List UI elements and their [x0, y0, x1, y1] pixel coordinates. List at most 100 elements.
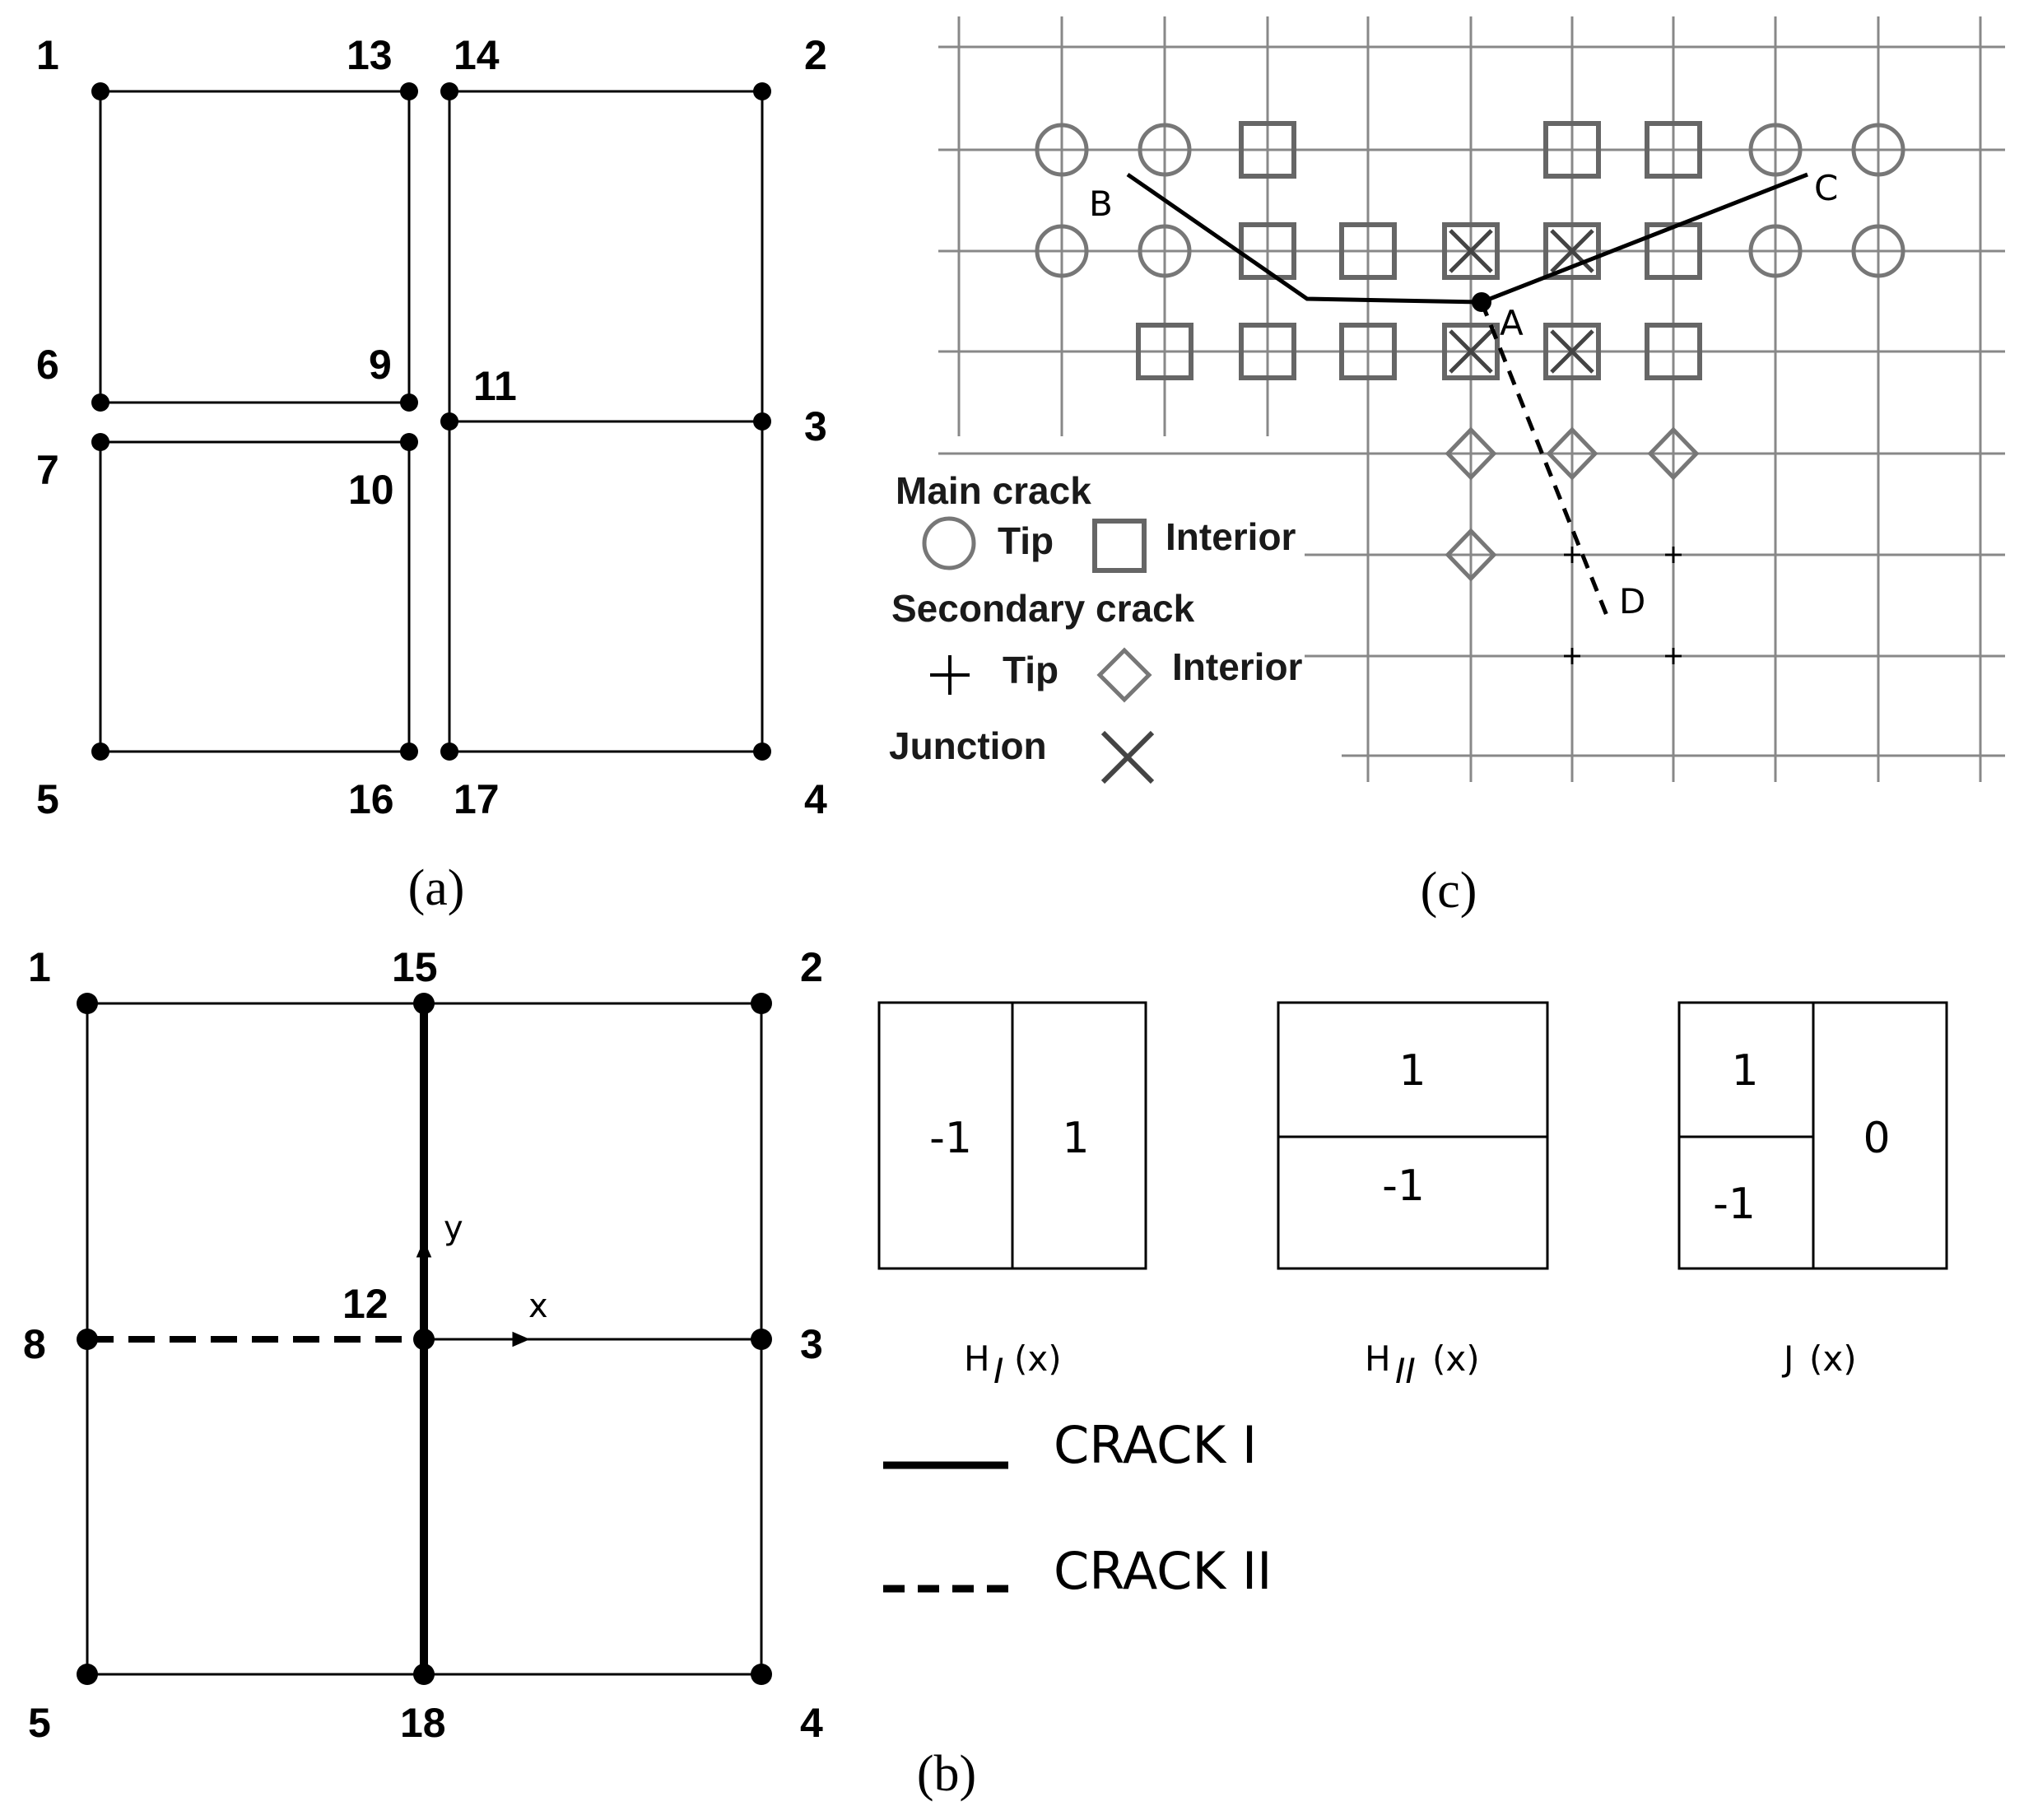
node-label: 5: [36, 776, 59, 822]
node: [91, 82, 109, 100]
panel-a: [99, 90, 764, 753]
node-label: 3: [804, 403, 827, 449]
hi-function-box: [877, 1001, 1147, 1270]
hi-label: H I (x): [964, 1338, 1062, 1391]
interior-square: [1543, 323, 1601, 380]
node-label: 8: [23, 1321, 46, 1367]
hi-right-value: 1: [1062, 1114, 1089, 1163]
node: [753, 82, 771, 100]
legend-secondary-crack: Secondary crack: [891, 587, 1195, 630]
legend-interior: Interior: [1166, 515, 1296, 558]
tip-circle: [1748, 224, 1803, 278]
node: [413, 1329, 435, 1350]
panel-a-labels: 1 13 14 2 6 9 11 3 7 10 5 16 17 4: [36, 32, 827, 822]
hi-left-value: -1: [929, 1114, 972, 1163]
tip-circle: [1138, 224, 1192, 278]
node-label: 6: [36, 342, 59, 388]
node: [400, 393, 418, 412]
panel-a-nodes: [91, 82, 771, 761]
node-label: 7: [36, 447, 59, 493]
crack-i-legend-label: CRACK I: [1054, 1415, 1257, 1475]
tip-circle: [1851, 224, 1905, 278]
hii-top-value: 1: [1398, 1046, 1426, 1096]
node: [77, 1329, 98, 1350]
node-label: 2: [800, 944, 823, 990]
caption-a: (a): [408, 860, 465, 916]
j-label: J (x): [1781, 1338, 1857, 1379]
junction-point-a: [1472, 292, 1491, 312]
node-label: 5: [28, 1700, 51, 1746]
hi-label-sub: I: [993, 1351, 1003, 1391]
junction-mark: [1550, 329, 1594, 374]
interior-square: [1645, 323, 1702, 380]
tip-circle: [1748, 123, 1803, 177]
junction-mark: [1449, 329, 1493, 374]
caption-b: (b): [917, 1746, 976, 1802]
main-crack-tip-nodes: [1035, 123, 1905, 278]
interior-diamond: [1647, 426, 1700, 481]
legend-interior2: Interior: [1172, 645, 1303, 688]
junction-nodes: [1449, 229, 1594, 374]
interior-square: [1543, 121, 1601, 179]
node: [91, 742, 109, 761]
x-axis-arrow-icon: [512, 1331, 530, 1348]
hii-label-arg: (x): [1432, 1338, 1480, 1379]
point-label-b: B: [1089, 184, 1113, 224]
hii-bottom-value: -1: [1382, 1161, 1425, 1211]
legend-interior-diamond-icon: [1096, 647, 1152, 703]
panel-b-labels: 1 15 2 12 8 3 5 18 4: [23, 944, 823, 1746]
node: [400, 433, 418, 451]
j-label-main: J: [1781, 1338, 1794, 1379]
interior-square: [1339, 222, 1397, 280]
node-label: 12: [342, 1281, 389, 1327]
node-label: 16: [348, 776, 394, 822]
node-label: 11: [473, 363, 517, 409]
node-label: 15: [392, 944, 438, 990]
local-axes: [416, 1240, 530, 1348]
node: [751, 1664, 772, 1685]
secondary-crack-tip-nodes: [1564, 547, 1682, 664]
interior-square: [1543, 222, 1601, 280]
node: [751, 993, 772, 1014]
interior-square: [1645, 121, 1702, 179]
panel-c-legend: Main crack Tip Interior Secondary crack …: [889, 469, 1303, 784]
y-axis-arrow-icon: [416, 1240, 432, 1258]
node-label: 1: [28, 944, 51, 990]
point-label-c: C: [1814, 168, 1838, 208]
j-top-left-value: 1: [1731, 1046, 1758, 1096]
axis-label-y: y: [444, 1209, 463, 1247]
interior-square: [1645, 222, 1702, 280]
node: [400, 742, 418, 761]
point-label-d: D: [1619, 581, 1645, 621]
j-right-value: 0: [1863, 1114, 1890, 1163]
legend-tip-circle-icon: [922, 516, 976, 570]
legend-main-crack: Main crack: [896, 469, 1091, 512]
tip-circle: [1035, 224, 1089, 278]
secondary-crack-path: [1479, 301, 1612, 622]
j-label-arg: (x): [1809, 1338, 1857, 1379]
node-label: 10: [348, 467, 394, 513]
node: [751, 1329, 772, 1350]
legend-interior-square-icon: [1092, 519, 1147, 573]
interior-square: [1239, 323, 1296, 380]
main-crack-path: [1126, 172, 1808, 305]
legend-junction-x-icon: [1100, 730, 1155, 784]
secondary-crack-interior-nodes: [1445, 426, 1700, 582]
interior-square: [1339, 323, 1397, 380]
node: [440, 742, 458, 761]
hii-label: H II (x): [1365, 1338, 1480, 1391]
interior-diamond: [1445, 426, 1497, 481]
interior-diamond: [1546, 426, 1598, 481]
caption-c: (c): [1421, 863, 1477, 919]
node: [413, 1664, 435, 1685]
node: [77, 993, 98, 1014]
interior-square: [1239, 121, 1296, 179]
node: [413, 993, 435, 1014]
node-label: 1: [36, 32, 59, 78]
point-label-a: A: [1500, 303, 1524, 343]
node-label: 3: [800, 1321, 823, 1367]
node: [91, 393, 109, 412]
interior-square: [1442, 323, 1500, 380]
interior-square: [1136, 323, 1193, 380]
legend-tip: Tip: [998, 519, 1054, 562]
